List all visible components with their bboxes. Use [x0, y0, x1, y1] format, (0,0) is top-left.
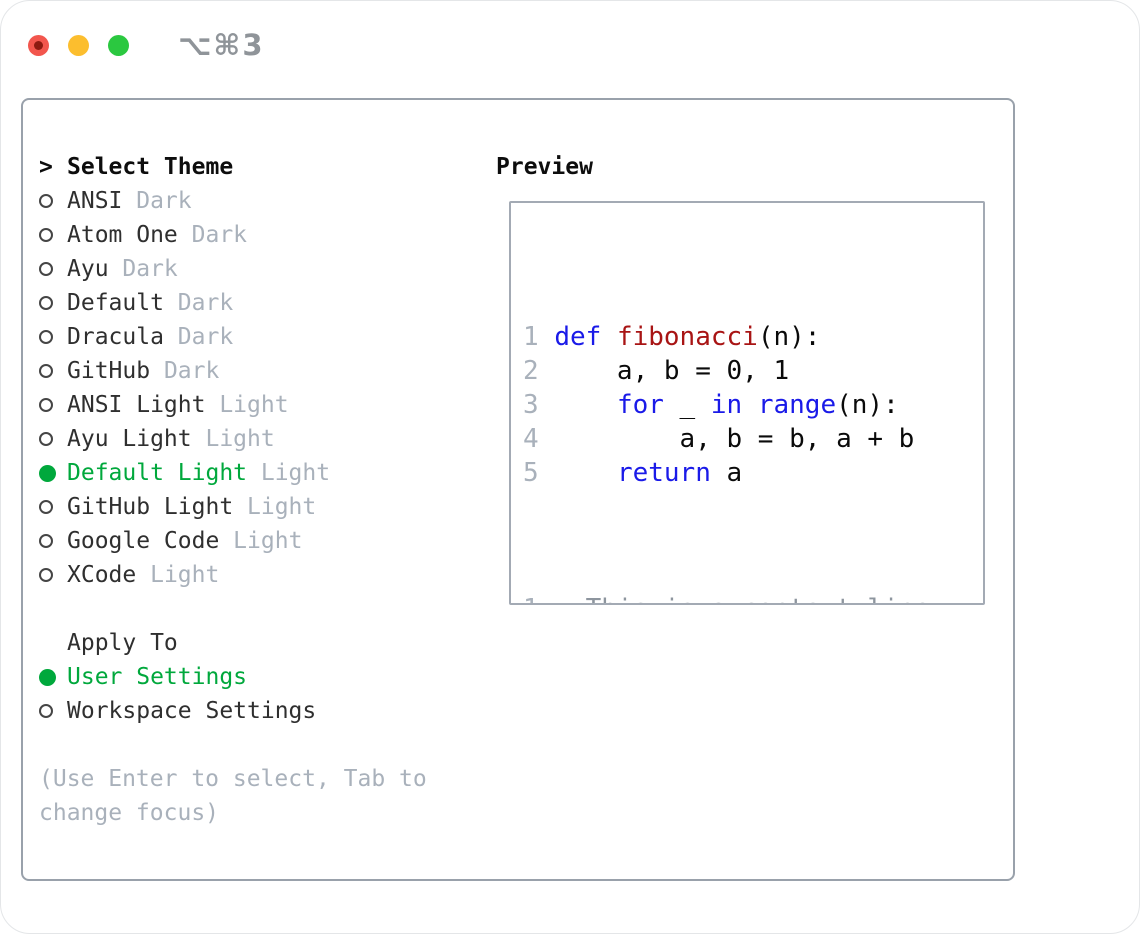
radio-icon [39, 500, 53, 514]
radio-selected-icon [39, 464, 56, 482]
line-number: 3 [523, 390, 539, 420]
line-number: 1 [523, 594, 539, 603]
preview-box: 1 def fibonacci(n): 2 a, b = 0, 1 3 for _ … [509, 201, 985, 605]
radio-icon [39, 330, 53, 344]
theme-option-github-dark[interactable]: GitHub Dark [39, 354, 427, 388]
radio-icon [39, 364, 53, 378]
theme-option-ansi-light-light[interactable]: ANSI Light Light [39, 388, 427, 422]
theme-label: Atom One Dark [67, 222, 248, 248]
zoom-button[interactable] [108, 34, 129, 56]
spacer [39, 728, 427, 762]
code-line: 4 a, b = b, a + b [523, 424, 915, 454]
theme-label: Default Light Light [67, 460, 331, 486]
theme-label: GitHub Light Light [67, 494, 317, 520]
apply-option-label: Workspace Settings [67, 698, 317, 724]
theme-label: Default Dark [67, 290, 234, 316]
minimize-button[interactable] [68, 34, 89, 56]
theme-option-github-light-light[interactable]: GitHub Light Light [39, 490, 427, 524]
theme-label: GitHub Dark [67, 358, 220, 384]
theme-label: ANSI Light Light [67, 392, 289, 418]
diff-line: 1 This is a context line. [523, 592, 946, 603]
cursor-caret-icon: > [39, 154, 53, 180]
diff-preview: 1 This is a context line.2 - This line w… [523, 592, 946, 603]
select-theme-title: Select Theme [67, 154, 234, 180]
radio-icon [39, 568, 53, 582]
usage-hint-line-2: change focus) [39, 800, 220, 826]
theme-label: ANSI Dark [67, 188, 192, 214]
line-number: 4 [523, 424, 539, 454]
close-button[interactable] [28, 34, 49, 56]
theme-option-ayu-dark[interactable]: Ayu Dark [39, 252, 427, 286]
theme-option-default-light-light[interactable]: Default Light Light [39, 456, 427, 490]
code-preview: 1 def fibonacci(n): 2 a, b = 0, 1 3 for _ … [523, 252, 946, 603]
code-line: 2 a, b = 0, 1 [523, 356, 790, 386]
code-line: 5 return a [523, 458, 743, 488]
theme-option-dracula-dark[interactable]: Dracula Dark [39, 320, 427, 354]
theme-option-xcode-light[interactable]: XCode Light [39, 558, 427, 592]
radio-icon [39, 534, 53, 548]
usage-hint-line-1: (Use Enter to select, Tab to [39, 766, 427, 792]
spacer [39, 592, 427, 626]
theme-label: XCode Light [67, 562, 220, 588]
apply-option-workspace-settings[interactable]: Workspace Settings [39, 694, 427, 728]
theme-option-ansi-dark[interactable]: ANSI Dark [39, 184, 427, 218]
syntax-preview: 1 def fibonacci(n): 2 a, b = 0, 1 3 for _ … [523, 320, 946, 490]
radio-icon [39, 194, 53, 208]
theme-label: Ayu Light Light [67, 426, 275, 452]
theme-label: Ayu Dark [67, 256, 178, 282]
theme-option-ayu-light-light[interactable]: Ayu Light Light [39, 422, 427, 456]
code-line: 1 def fibonacci(n): [523, 322, 821, 352]
select-theme-heading: > Select Theme [39, 150, 427, 184]
theme-option-atom-one-dark[interactable]: Atom One Dark [39, 218, 427, 252]
radio-selected-icon [39, 668, 56, 686]
theme-label: Dracula Dark [67, 324, 234, 350]
code-line: 3 for _ in range(n): [523, 390, 899, 420]
line-number: 1 [523, 322, 539, 352]
radio-icon [39, 704, 53, 718]
radio-icon [39, 228, 53, 242]
theme-label: Google Code Light [67, 528, 303, 554]
keyboard-shortcut-label: ⌥⌘3 [178, 28, 265, 62]
line-number: 2 [523, 356, 539, 386]
apply-to-title: Apply To [67, 630, 178, 656]
radio-icon [39, 432, 53, 446]
apply-to-heading: Apply To [39, 626, 427, 660]
radio-icon [39, 398, 53, 412]
line-number: 5 [523, 458, 539, 488]
titlebar: ⌥⌘3 [28, 28, 265, 62]
radio-icon [39, 296, 53, 310]
radio-icon [39, 262, 53, 276]
theme-option-google-code-light[interactable]: Google Code Light [39, 524, 427, 558]
apply-option-user-settings[interactable]: User Settings [39, 660, 427, 694]
theme-option-default-dark[interactable]: Default Dark [39, 286, 427, 320]
preview-title: Preview [496, 154, 593, 180]
apply-option-label: User Settings [67, 664, 248, 690]
